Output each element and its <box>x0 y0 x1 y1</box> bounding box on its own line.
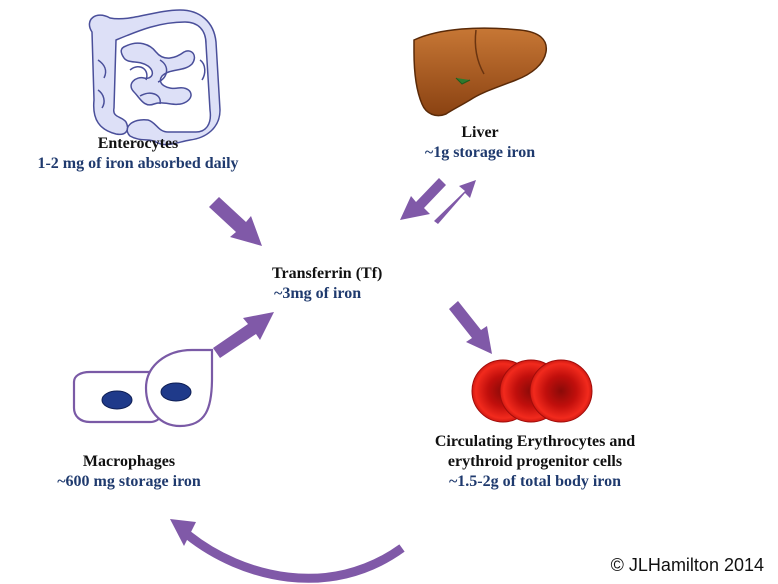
macrophages-title: Macrophages <box>82 453 176 470</box>
liver-icon <box>413 27 548 117</box>
copyright-text: © JLHamilton 2014 <box>610 555 764 575</box>
transferrin-title: Transferrin (Tf) <box>272 265 383 282</box>
transferrin-label: Transferrin (Tf) ~3mg of iron <box>262 264 430 304</box>
transferrin-subtitle: ~3mg of iron <box>274 285 362 302</box>
arrow-liver-to-transferrin <box>400 178 446 220</box>
enterocytes-label: Enterocytes 1-2 mg of iron absorbed dail… <box>0 134 276 174</box>
arrow-enterocytes-to-transferrin <box>209 197 262 246</box>
arrow-erythrocytes-to-macrophages <box>185 531 405 583</box>
macrophages-label: Macrophages ~600 mg storage iron <box>20 452 238 492</box>
enterocytes-subtitle: 1-2 mg of iron absorbed daily <box>37 155 239 172</box>
red-blood-cells-icon <box>471 359 593 423</box>
nucleus-icon <box>101 390 133 410</box>
erythrocytes-title-line2: erythroid progenitor cells <box>447 453 623 470</box>
intestine-icon <box>88 9 221 146</box>
arrow-transferrin-to-liver <box>434 180 476 224</box>
arrow-macrophages-to-transferrin <box>213 312 274 358</box>
liver-title: Liver <box>461 124 499 141</box>
arrow-transferrin-to-erythrocytes <box>449 301 492 354</box>
erythrocytes-subtitle: ~1.5-2g of total body iron <box>448 473 622 490</box>
macrophage-icon <box>72 348 214 428</box>
macrophages-subtitle: ~600 mg storage iron <box>57 473 201 490</box>
liver-subtitle: ~1g storage iron <box>424 144 536 161</box>
enterocytes-title: Enterocytes <box>97 135 179 152</box>
nucleus-icon <box>160 382 192 402</box>
liver-label: Liver ~1g storage iron <box>392 123 568 163</box>
erythrocytes-title-line1: Circulating Erythrocytes and <box>434 433 636 450</box>
erythrocytes-label: Circulating Erythrocytes and erythroid p… <box>394 432 676 492</box>
